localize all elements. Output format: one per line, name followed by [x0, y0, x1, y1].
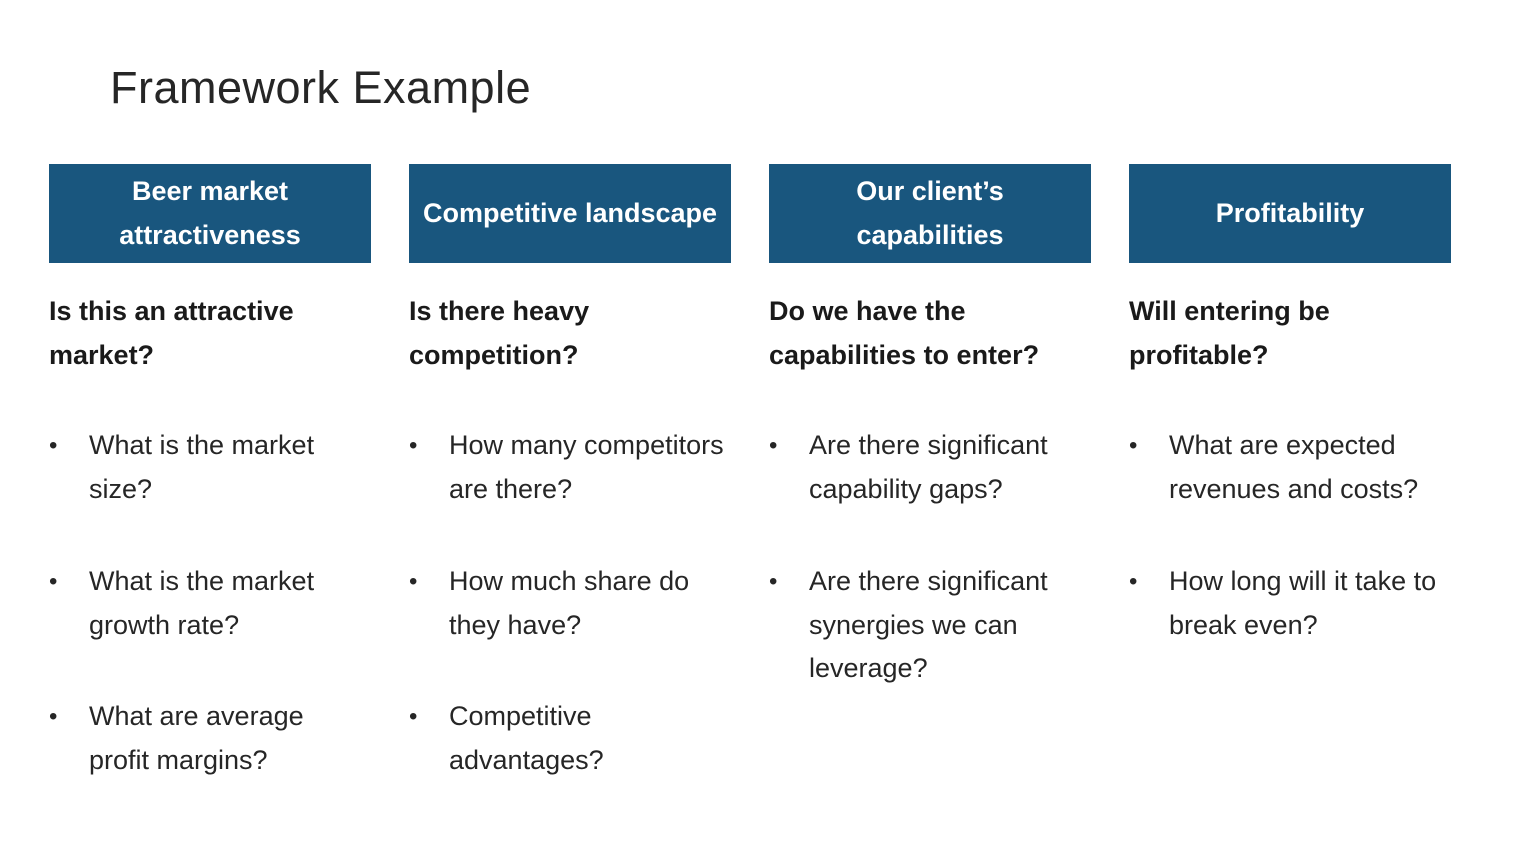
list-item: • What is the market size?: [49, 424, 371, 511]
framework-columns: Beer market attractiveness Is this an at…: [49, 164, 1452, 783]
bullet-text: Are there significant synergies we can l…: [809, 565, 1048, 684]
list-item: • How much share do they have?: [409, 560, 731, 647]
bullet-list: • What is the market size? • What is the…: [49, 424, 371, 782]
bullet-text: What is the market size?: [89, 430, 315, 505]
column-beer-market-attractiveness: Beer market attractiveness Is this an at…: [49, 164, 371, 783]
bullet-list: • What are expected revenues and costs? …: [1129, 424, 1451, 647]
bullet-text: How many competitors are there?: [449, 430, 724, 505]
bullet-icon: •: [49, 703, 58, 731]
bullet-icon: •: [409, 703, 418, 731]
column-question: Will entering be profitable?: [1129, 296, 1330, 370]
bullet-list: • How many competitors are there? • How …: [409, 424, 731, 782]
bullet-text: What is the market growth rate?: [89, 565, 315, 640]
column-header: Beer market attractiveness: [49, 164, 371, 263]
bullet-icon: •: [409, 432, 418, 460]
list-item: • Are there significant synergies we can…: [769, 560, 1091, 691]
column-profitability: Profitability Will entering be profitabl…: [1129, 164, 1451, 783]
bullet-text: What are average profit margins?: [89, 701, 304, 776]
column-header: Our client’s capabilities: [769, 164, 1091, 263]
column-competitive-landscape: Competitive landscape Is there heavy com…: [409, 164, 731, 783]
column-question: Do we have the capabilities to enter?: [769, 296, 1040, 370]
bullet-icon: •: [49, 567, 58, 595]
column-header: Profitability: [1129, 164, 1451, 263]
column-question: Is there heavy competition?: [409, 296, 590, 370]
bullet-text: Competitive advantages?: [449, 701, 604, 776]
bullet-icon: •: [769, 567, 778, 595]
bullet-icon: •: [769, 432, 778, 460]
list-item: • What are average profit margins?: [49, 695, 371, 782]
page-title: Framework Example: [110, 62, 532, 113]
bullet-icon: •: [1129, 567, 1138, 595]
list-item: • Competitive advantages?: [409, 695, 731, 782]
list-item: • Are there significant capability gaps?: [769, 424, 1091, 511]
bullet-text: How much share do they have?: [449, 565, 690, 640]
bullet-text: What are expected revenues and costs?: [1169, 430, 1419, 505]
column-our-clients-capabilities: Our client’s capabilities Do we have the…: [769, 164, 1091, 783]
list-item: • How many competitors are there?: [409, 424, 731, 511]
bullet-icon: •: [49, 432, 58, 460]
list-item: • How long will it take to break even?: [1129, 560, 1451, 647]
bullet-list: • Are there significant capability gaps?…: [769, 424, 1091, 691]
column-question: Is this an attractive market?: [49, 296, 294, 370]
list-item: • What is the market growth rate?: [49, 560, 371, 647]
column-header: Competitive landscape: [409, 164, 731, 263]
bullet-icon: •: [1129, 432, 1138, 460]
bullet-text: Are there significant capability gaps?: [809, 430, 1048, 505]
list-item: • What are expected revenues and costs?: [1129, 424, 1451, 511]
bullet-text: How long will it take to break even?: [1169, 565, 1437, 640]
bullet-icon: •: [409, 567, 418, 595]
